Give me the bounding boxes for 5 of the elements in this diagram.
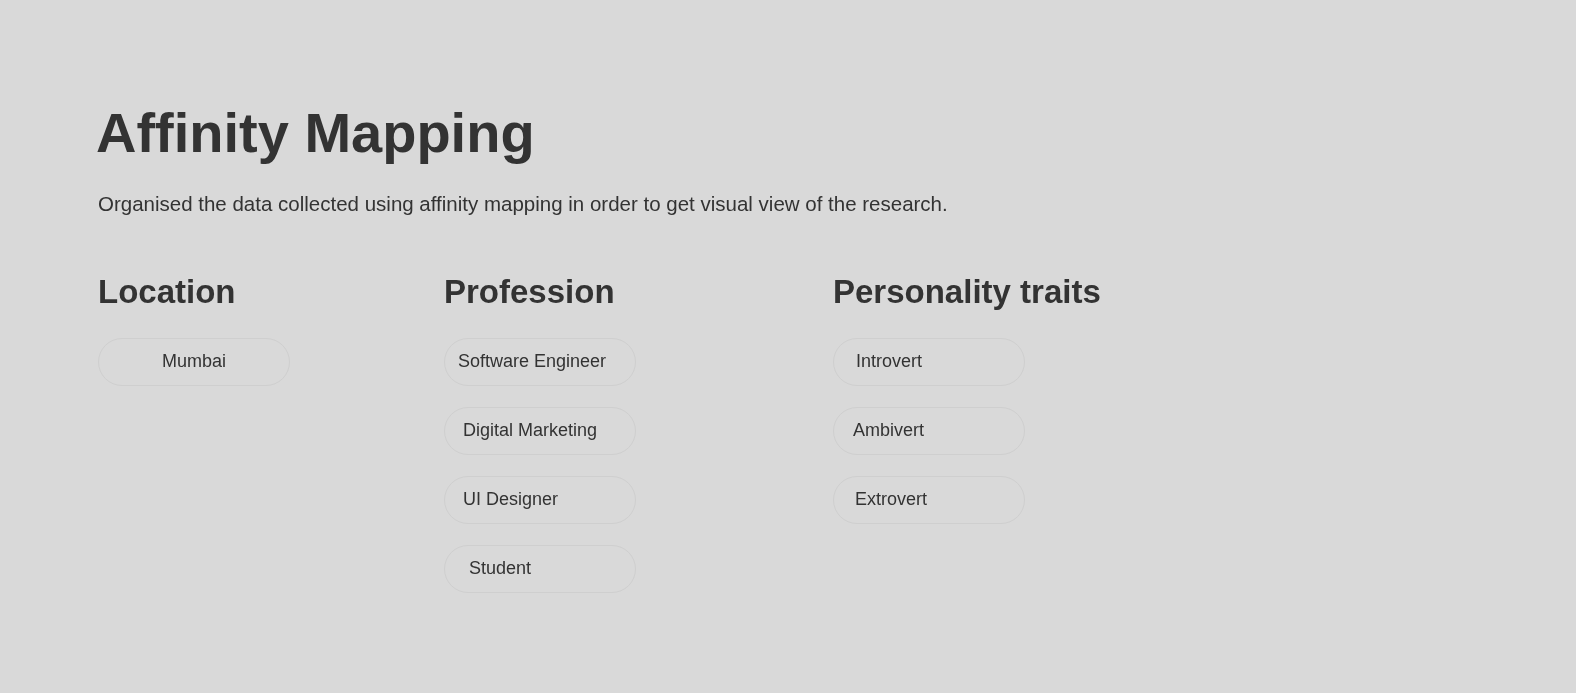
group-heading: Location [98,272,236,312]
page-description: Organised the data collected using affinity mapping in order to get visual view of the research. [98,191,948,217]
group-heading: Profession [444,272,615,312]
page-title: Affinity Mapping [96,100,535,166]
group-heading: Personality traits [833,272,1101,312]
